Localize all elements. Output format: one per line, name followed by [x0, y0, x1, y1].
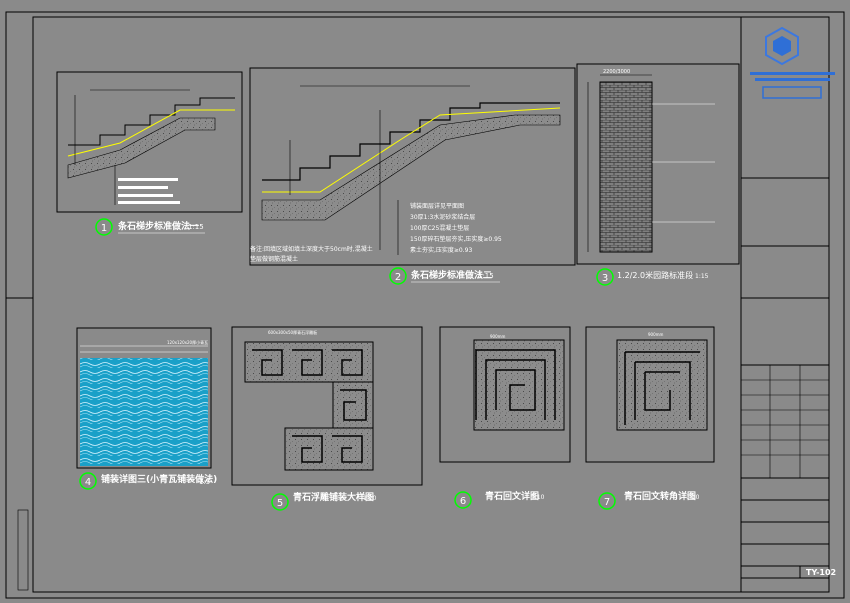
- detail-1-label: 1 条石梯步标准做法一 1:15: [95, 218, 205, 236]
- detail-7-corner-detail: 900mm: [585, 326, 715, 463]
- svg-text:1:10: 1:10: [531, 494, 545, 501]
- svg-text:条石梯步标准做法二: 条石梯步标准做法二: [410, 269, 492, 281]
- title-block: TY-102: [741, 26, 836, 579]
- detail-2-notes: 铺装面层详见平面图 30厚1:3水泥砂浆结合层 100厚C25混凝土垫层 150…: [250, 202, 502, 263]
- svg-text:1:20: 1:20: [363, 495, 377, 502]
- svg-text:6: 6: [460, 496, 466, 507]
- detail-2-label: 2 条石梯步标准做法二 1:15: [389, 267, 500, 285]
- detail-6-label: 6 青石回文详图 1:10: [454, 490, 545, 509]
- svg-text:1:5: 1:5: [199, 478, 210, 486]
- svg-text:900mm: 900mm: [490, 334, 506, 339]
- svg-text:1:15: 1:15: [478, 272, 494, 280]
- svg-text:条石梯步标准做法一: 条石梯步标准做法一: [117, 220, 199, 232]
- detail-4-label: 4 铺装详图三(小青瓦铺装做法) 1:5: [79, 472, 217, 490]
- svg-text:2: 2: [395, 272, 401, 283]
- svg-text:青石回文转角详图: 青石回文转角详图: [624, 490, 696, 502]
- svg-text:120x120x20厚小青瓦: 120x120x20厚小青瓦: [167, 339, 208, 345]
- svg-text:2200/3000: 2200/3000: [603, 69, 630, 75]
- inner-frame: [32, 16, 830, 593]
- svg-text:4: 4: [85, 477, 91, 488]
- svg-text:7: 7: [604, 497, 610, 508]
- detail-5-paving-plan: 600x300x50厚青石浮雕板: [231, 326, 423, 486]
- svg-text:1: 1: [101, 223, 107, 234]
- svg-text:铺装面层详见平面图: 铺装面层详见平面图: [410, 202, 464, 210]
- svg-text:3: 3: [602, 273, 608, 284]
- svg-text:30厚1:3水泥砂浆结合层: 30厚1:3水泥砂浆结合层: [410, 213, 475, 221]
- svg-text:青石回文详图: 青石回文详图: [485, 490, 539, 502]
- svg-text:1:15: 1:15: [695, 273, 709, 280]
- outer-frame: [5, 11, 845, 599]
- svg-text:900mm: 900mm: [648, 332, 664, 337]
- detail-4-tile-plan: 120x120x20厚小青瓦: [76, 327, 212, 469]
- svg-text:100厚C25混凝土垫层: 100厚C25混凝土垫层: [410, 224, 469, 232]
- svg-text:垫层做钢筋混凝土: 垫层做钢筋混凝土: [250, 255, 298, 263]
- company-logo-icon: [750, 26, 835, 99]
- detail-6-fret-detail: 900mm: [439, 326, 571, 463]
- drawing-number: TY-102: [806, 568, 836, 577]
- detail-1-section: [56, 71, 243, 213]
- detail-5-label: 5 青石浮雕铺装大样图 1:20: [271, 491, 377, 511]
- detail-7-label: 7 青石回文转角详图 1:10: [598, 490, 700, 510]
- detail-3-plan: 2200/3000: [576, 63, 740, 265]
- svg-text:备注:回填区域如填土深度大于50cm时,混凝土: 备注:回填区域如填土深度大于50cm时,混凝土: [250, 245, 373, 253]
- svg-text:素土夯实,压实度≥0.93: 素土夯实,压实度≥0.93: [410, 246, 472, 254]
- svg-text:1.2/2.0米园路标准段: 1.2/2.0米园路标准段: [617, 270, 693, 280]
- svg-text:1:15: 1:15: [188, 223, 204, 231]
- svg-text:1:10: 1:10: [686, 494, 700, 501]
- svg-text:150厚碎石垫层夯实,压实度≥0.95: 150厚碎石垫层夯实,压实度≥0.95: [410, 235, 502, 243]
- svg-text:青石浮雕铺装大样图: 青石浮雕铺装大样图: [293, 491, 374, 503]
- svg-text:铺装详图三(小青瓦铺装做法): 铺装详图三(小青瓦铺装做法): [101, 473, 217, 485]
- detail-2-section: [249, 67, 576, 266]
- svg-text:600x300x50厚青石浮雕板: 600x300x50厚青石浮雕板: [268, 329, 317, 335]
- detail-3-label: 3 1.2/2.0米园路标准段 1:15: [596, 268, 709, 286]
- svg-text:5: 5: [277, 498, 283, 509]
